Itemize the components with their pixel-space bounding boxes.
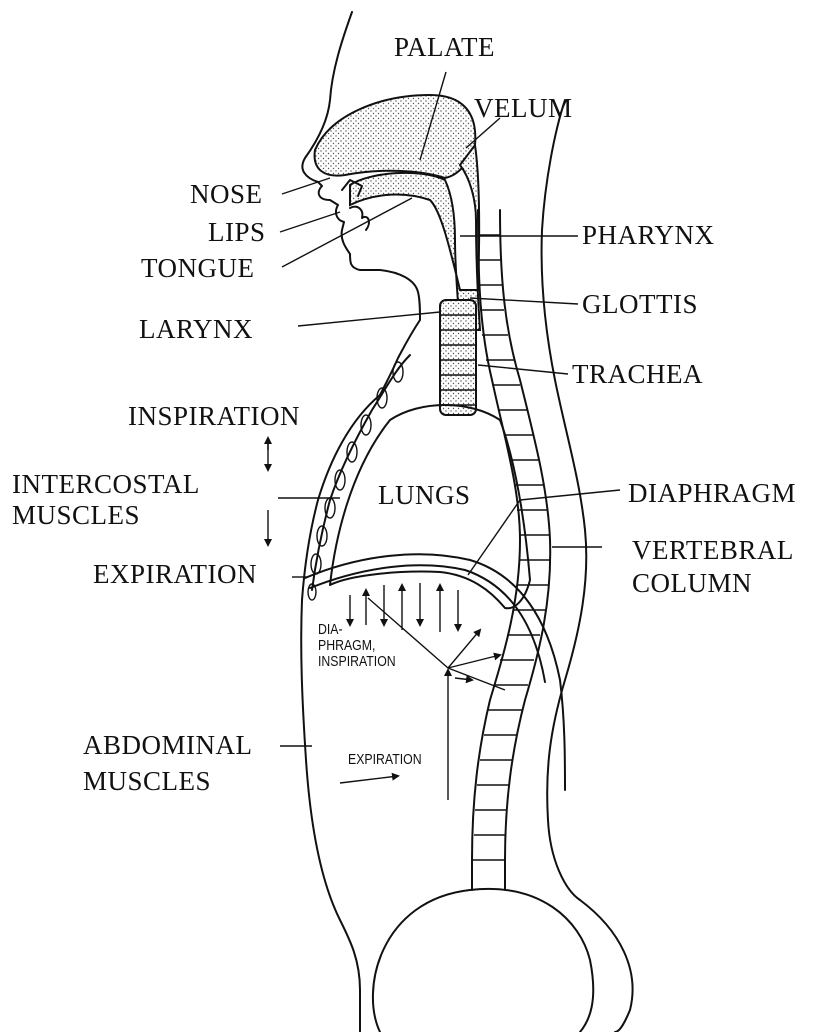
- trachea-tube: [440, 300, 476, 415]
- label-velum: VELUM: [474, 95, 573, 122]
- buttock-outline: [580, 900, 633, 1032]
- label-pharynx: PHARYNX: [582, 222, 715, 249]
- label-intercostal-line1: INTERCOSTAL: [12, 471, 200, 498]
- label-phragm: PHRAGM,: [318, 638, 375, 654]
- back-outline: [542, 100, 587, 900]
- label-trachea: TRACHEA: [572, 361, 703, 388]
- label-lungs: LUNGS: [378, 482, 471, 509]
- label-tongue: TONGUE: [141, 255, 255, 282]
- palate-region: [315, 95, 476, 178]
- label-diaphragm: DIAPHRAGM: [628, 480, 796, 507]
- pelvis-ball: [373, 889, 593, 1032]
- label-inspiration: INSPIRATION: [128, 403, 300, 430]
- label-vertebral-line2: COLUMN: [632, 570, 752, 597]
- abdominal-expiration-arrow: [340, 776, 398, 783]
- spine-back: [500, 210, 550, 890]
- label-expiration: EXPIRATION: [93, 561, 257, 588]
- label-lips: LIPS: [208, 219, 266, 246]
- label-nose: NOSE: [190, 181, 263, 208]
- label-abdominal-expiration: EXPIRATION: [348, 752, 422, 768]
- label-larynx: LARYNX: [139, 316, 253, 343]
- label-dia: DIA-: [318, 622, 343, 638]
- label-vertebral-line1: VERTEBRAL: [632, 537, 794, 564]
- label-abdominal-line1: ABDOMINAL: [83, 732, 253, 759]
- label-intercostal-line2: MUSCLES: [12, 502, 140, 529]
- label-abdominal-line2: MUSCLES: [83, 768, 211, 795]
- label-glottis: GLOTTIS: [582, 291, 698, 318]
- label-palate: PALATE: [394, 34, 495, 61]
- label-dia-inspiration: INSPIRATION: [318, 654, 396, 670]
